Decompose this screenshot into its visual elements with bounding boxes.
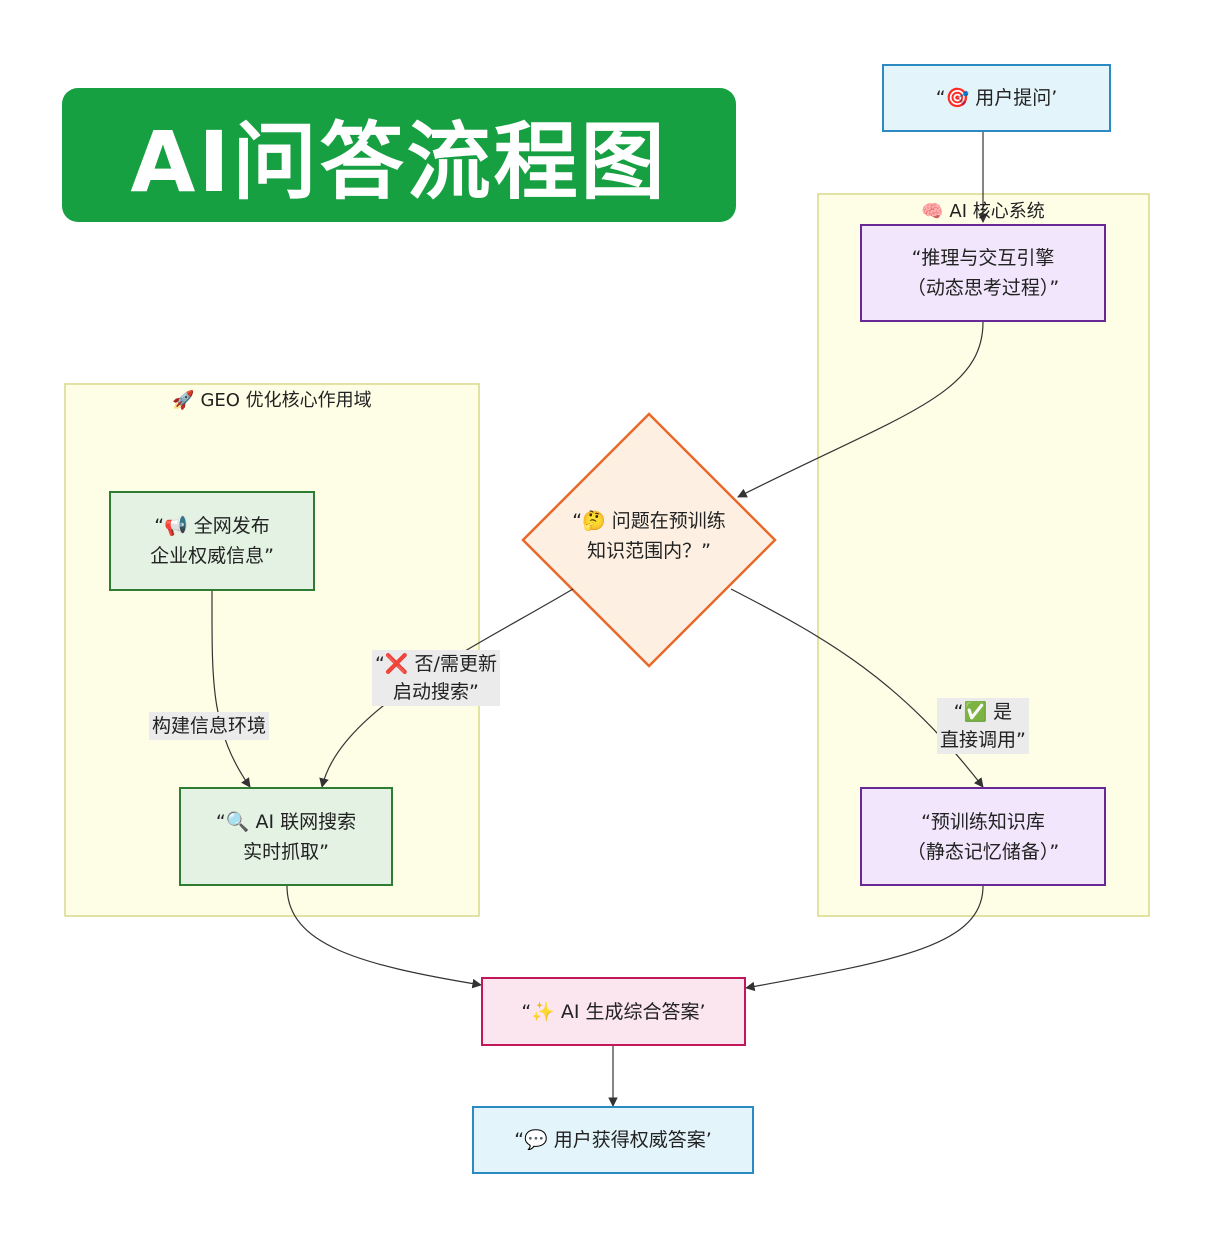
edge-label-no-search-line2: 启动搜索” [393, 681, 479, 703]
decision-text: “🤔 问题在预训练 知识范围内？” [524, 506, 774, 566]
decision-diamond [521, 412, 777, 668]
edge-label-yes-direct-line2: 直接调用” [940, 729, 1026, 751]
edge-label-no-search: “❌ 否/需更新 启动搜索” [372, 650, 500, 706]
page-title: AI问答流程图 [130, 112, 668, 211]
node-publish-info-line2: 企业权威信息” [150, 545, 274, 567]
node-generate-answer[interactable]: “✨ AI 生成综合答案’ [481, 977, 746, 1046]
node-user-question-text: “🎯 用户提问’ [935, 87, 1058, 109]
edge-label-yes-direct-line1: “✅ 是 [953, 701, 1013, 723]
node-user-question[interactable]: “🎯 用户提问’ [882, 64, 1111, 132]
node-reasoning-engine[interactable]: “推理与交互引擎 （动态思考过程）” [860, 224, 1106, 322]
title-banner: AI问答流程图 [62, 88, 736, 222]
edge-publish-to-search [211, 590, 251, 788]
node-reasoning-engine-line2: （动态思考过程）” [906, 277, 1060, 299]
group-label-geo: 🚀 GEO 优化核心作用域 [172, 390, 372, 411]
node-ai-search[interactable]: “🔍 AI 联网搜索 实时抓取” [179, 787, 393, 886]
edge-label-build-env: 构建信息环境 [149, 712, 270, 740]
edge-search-to-generate [286, 885, 482, 989]
node-pretrained-kb-line2: （静态记忆储备）” [906, 840, 1060, 863]
node-pretrained-kb-line1: “预训练知识库 [921, 810, 1045, 833]
edge-engine-to-decision [737, 321, 984, 498]
decision-line1: “🤔 问题在预训练 [572, 510, 726, 532]
edge-label-no-search-line1: “❌ 否/需更新 [375, 653, 497, 675]
edge-label-yes-direct: “✅ 是 直接调用” [937, 698, 1029, 754]
edge-knowledge-base-to-generate [745, 885, 984, 992]
node-ai-search-line2: 实时抓取” [243, 840, 329, 863]
node-generate-answer-text: “✨ AI 生成综合答案’ [521, 1000, 706, 1023]
node-final-answer-text: “💬 用户获得权威答案’ [514, 1129, 712, 1151]
node-publish-info[interactable]: “📢 全网发布 企业权威信息” [109, 491, 315, 591]
node-final-answer[interactable]: “💬 用户获得权威答案’ [472, 1106, 754, 1174]
node-pretrained-kb[interactable]: “预训练知识库 （静态记忆储备）” [860, 787, 1106, 886]
decision-line2: 知识范围内？” [587, 540, 711, 562]
group-label-ai-core: 🧠 AI 核心系统 [921, 201, 1045, 222]
node-ai-search-line1: “🔍 AI 联网搜索 [215, 810, 357, 833]
node-publish-info-line1: “📢 全网发布 [154, 515, 270, 537]
node-reasoning-engine-line1: “推理与交互引擎 [911, 247, 1055, 269]
